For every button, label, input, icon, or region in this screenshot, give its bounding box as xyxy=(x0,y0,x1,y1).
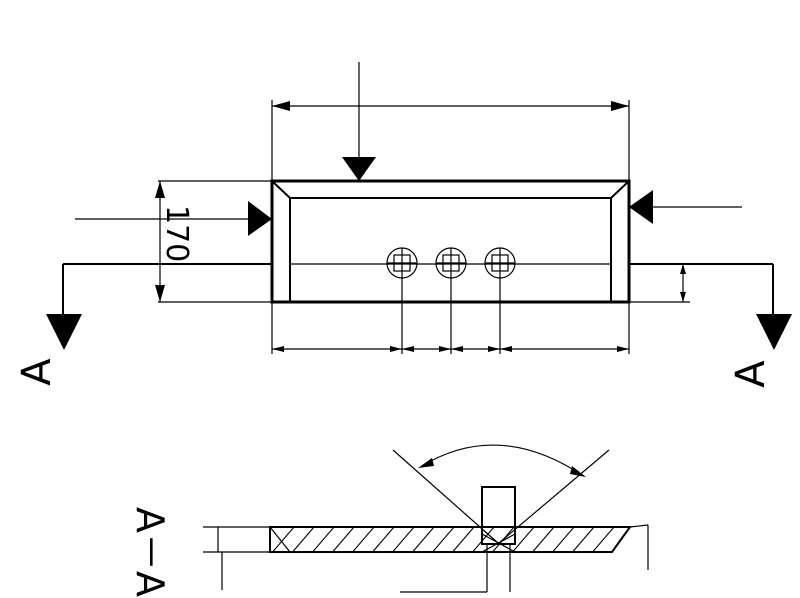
bevel-corner-tr xyxy=(610,180,630,199)
bevel-corner-tl xyxy=(271,180,291,199)
width-dimension-top xyxy=(271,100,630,181)
height-dimension-value: 170 xyxy=(159,205,194,262)
hole-spacing-dimension xyxy=(271,278,630,354)
plate-right-bevel-edge xyxy=(629,524,649,528)
hole-symbol-1 xyxy=(386,247,418,279)
left-load-arrow xyxy=(75,201,272,236)
top-view: 170 A A xyxy=(14,62,792,388)
section-letter-right: A xyxy=(728,360,774,388)
hole-symbol-3 xyxy=(484,247,516,279)
bevel-inner-outline xyxy=(289,197,612,302)
top-load-arrow xyxy=(342,62,376,181)
section-hatching xyxy=(270,527,630,552)
stud-pin xyxy=(400,486,516,593)
section-view: A－A xyxy=(128,444,649,597)
plate-left-chamfer xyxy=(269,526,291,553)
hole-symbol-2 xyxy=(435,247,467,279)
section-arrow-left xyxy=(46,314,82,350)
section-arrow-right xyxy=(756,314,792,350)
right-load-arrow xyxy=(629,190,742,224)
height-dimension-left xyxy=(155,180,272,303)
section-cut-line xyxy=(62,263,774,318)
section-title: A－A xyxy=(128,507,172,597)
section-thickness-dimension xyxy=(203,526,270,590)
view-angle-lines xyxy=(392,444,610,544)
section-plate-outline xyxy=(269,526,632,553)
hole-offset-dimension xyxy=(629,263,690,303)
section-letter-left: A xyxy=(14,358,60,386)
